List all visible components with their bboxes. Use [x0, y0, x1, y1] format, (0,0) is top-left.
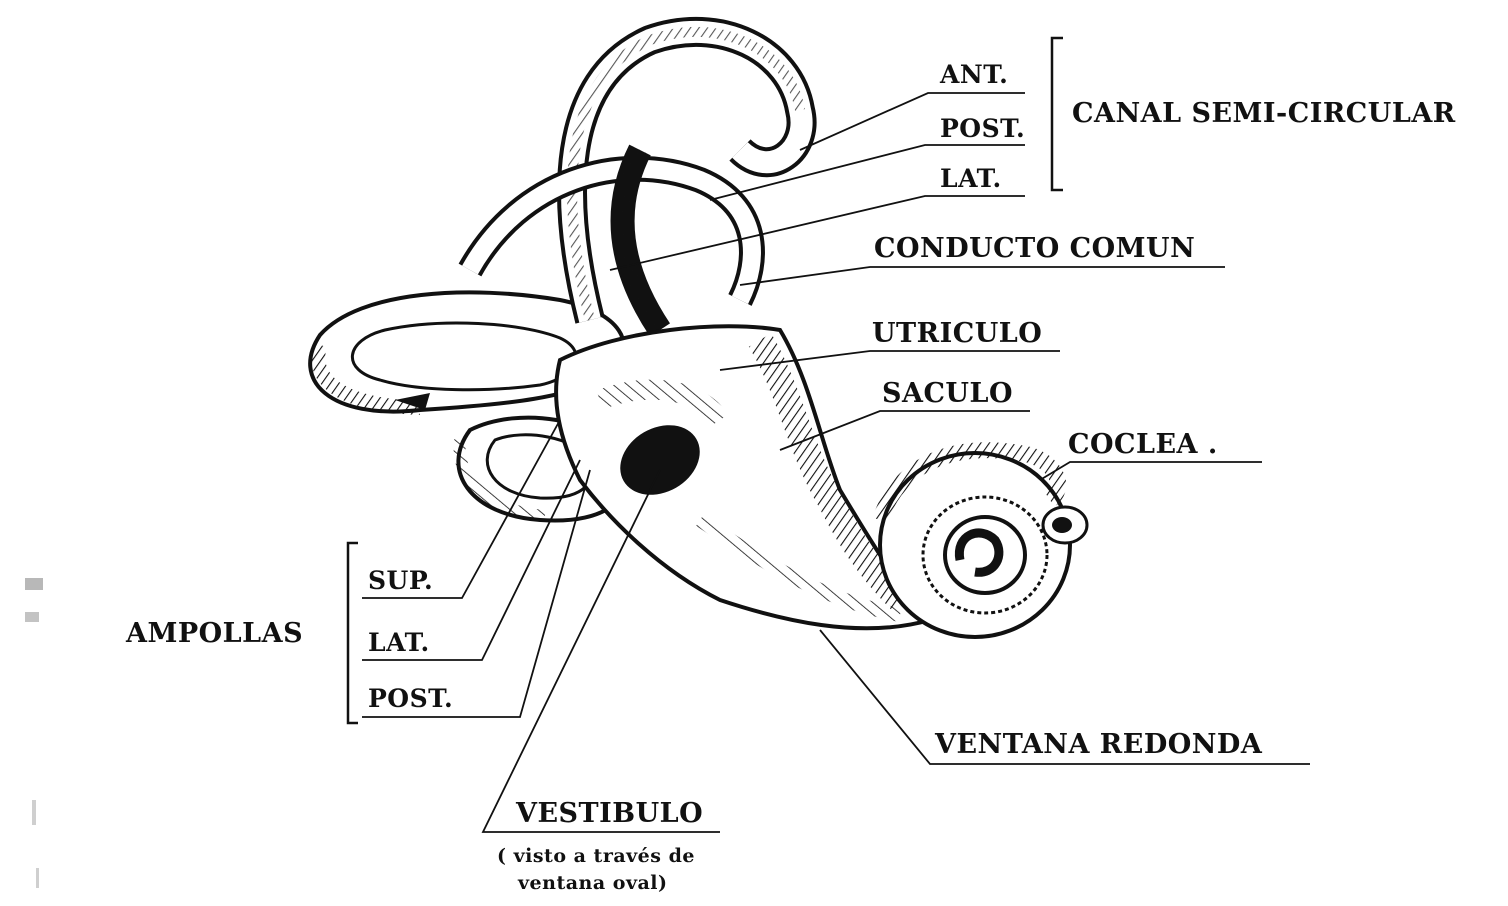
label-vestibulo-note-2: ventana oval) [518, 872, 668, 894]
label-coclea: COCLEA . [1068, 429, 1218, 460]
label-utriculo: UTRICULO [872, 318, 1042, 349]
label-saculo: SACULO [882, 378, 1013, 409]
label-post-canal: POST. [940, 114, 1025, 143]
vestibule-body [556, 326, 930, 628]
cochlea [880, 450, 1087, 637]
edge-smudges [25, 578, 43, 888]
label-ventana-redonda: VENTANA REDONDA [935, 729, 1262, 760]
ampullae-bracket [348, 543, 358, 723]
label-lat-canal: LAT. [940, 164, 1002, 193]
label-vestibulo-note-1: ( visto a través de [497, 845, 695, 867]
label-lat-ampulla: LAT. [368, 628, 430, 657]
canal-bracket [1052, 38, 1063, 190]
label-conducto-comun: CONDUCTO COMUN [874, 233, 1195, 264]
label-vestibulo: VESTIBULO [516, 798, 703, 829]
label-canal-semicircular: CANAL SEMI-CIRCULAR [1072, 98, 1456, 129]
label-ant-canal: ANT. [940, 60, 1008, 89]
label-ampollas: AMPOLLAS [126, 618, 303, 649]
label-sup-ampulla: SUP. [368, 566, 433, 595]
label-post-ampulla: POST. [368, 684, 453, 713]
